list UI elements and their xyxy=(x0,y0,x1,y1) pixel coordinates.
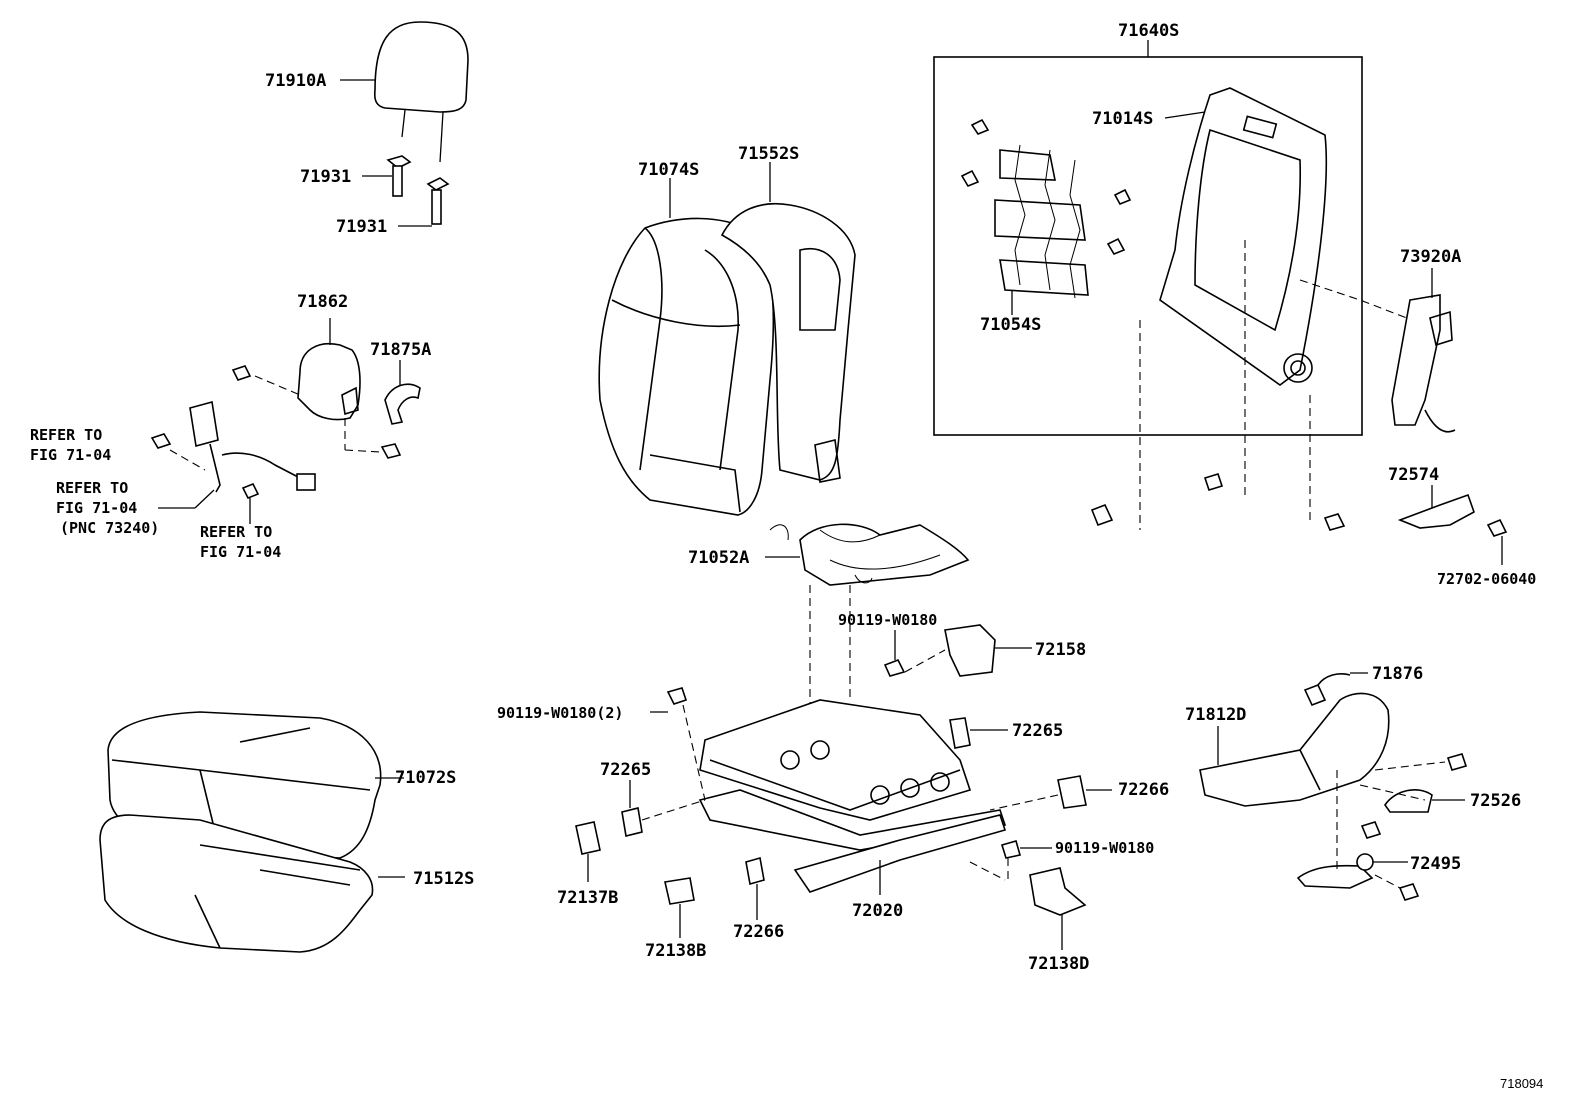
label-adjuster: 72020 xyxy=(852,901,903,921)
seat-adjuster xyxy=(698,699,1007,895)
cover-rear-right xyxy=(1029,867,1087,950)
side-airbag xyxy=(1391,268,1456,433)
label-back-frame-assy: 71640S xyxy=(1118,21,1179,41)
label-shield-outer: 71812D xyxy=(1185,705,1246,725)
clip-left xyxy=(621,780,706,837)
cushion-pad xyxy=(99,814,405,953)
headrest-part xyxy=(340,21,469,163)
label-refer-buckle-line3: (PNC 73240) xyxy=(60,519,159,537)
shield-cap-part xyxy=(384,360,421,425)
label-refer-belt-line2: FIG 71-04 xyxy=(30,446,111,464)
label-knob: 72526 xyxy=(1470,791,1521,811)
label-back-pad: 71552S xyxy=(738,144,799,164)
shield-outer xyxy=(1199,692,1390,807)
label-lever-knob: 72495 xyxy=(1410,854,1461,874)
label-refer-buckle-line1: REFER TO xyxy=(56,479,128,497)
clip-right xyxy=(949,717,1008,749)
back-spring xyxy=(994,144,1089,315)
label-refer-buckle-line2: FIG 71-04 xyxy=(56,499,137,517)
label-bolt-right: 72702-06040 xyxy=(1437,570,1536,588)
figure-number: 718094 xyxy=(1500,1076,1543,1091)
label-back-spring: 71054S xyxy=(980,315,1041,335)
label-back-frame: 71014S xyxy=(1092,109,1153,129)
label-bolt-cushion-top: 90119-W0180 xyxy=(838,611,937,629)
label-cushion-pad: 71512S xyxy=(413,869,474,889)
label-cover-rear-right: 72138D xyxy=(1028,954,1089,974)
label-connector: 71876 xyxy=(1372,664,1423,684)
label-clip-left: 72265 xyxy=(600,760,651,780)
label-cover-side: 72158 xyxy=(1035,640,1086,660)
headrest-supports xyxy=(362,155,450,227)
lever-knob xyxy=(1296,770,1420,901)
label-shield-cover: 71862 xyxy=(297,292,348,312)
seat-back-pad xyxy=(720,162,856,483)
label-cushion-cover: 71072S xyxy=(395,768,456,788)
label-refer-nut-line2: FIG 71-04 xyxy=(200,543,281,561)
label-shield-cap: 71875A xyxy=(370,340,431,360)
shield-cover-part xyxy=(231,318,402,459)
bolt-right-lower xyxy=(969,840,1052,881)
label-refer-nut-line1: REFER TO xyxy=(200,523,272,541)
back-frame-assembly xyxy=(933,40,1363,436)
connector-part xyxy=(1303,672,1368,707)
lever-sub xyxy=(1397,485,1508,565)
label-headrest: 71910A xyxy=(265,71,326,91)
label-lever-sub: 72574 xyxy=(1388,465,1439,485)
cover-side xyxy=(944,624,1032,677)
label-bolt-left: 90119-W0180(2) xyxy=(497,704,623,722)
knob-part xyxy=(1359,753,1468,813)
label-clip-right-lower: 72266 xyxy=(1118,780,1169,800)
clip-right-lower xyxy=(989,775,1112,811)
bolt-cushion-top xyxy=(883,630,946,677)
bolt-left xyxy=(650,687,706,801)
label-support-lower: 71931 xyxy=(336,217,387,237)
cover-rear-left xyxy=(575,821,601,882)
seat-belt-buckle xyxy=(150,400,316,524)
cover-rear-inner xyxy=(664,877,695,938)
label-cushion-spring: 71052A xyxy=(688,548,749,568)
cushion-spring xyxy=(765,523,970,586)
label-refer-belt-line1: REFER TO xyxy=(30,426,102,444)
label-clip-right: 72265 xyxy=(1012,721,1063,741)
back-frame xyxy=(1159,87,1328,386)
frame-dashed-lines xyxy=(1090,240,1426,531)
label-support-upper: 71931 xyxy=(300,167,351,187)
label-clip-lower: 72266 xyxy=(733,922,784,942)
clip-lower xyxy=(745,856,765,920)
label-cover-rear-inner: 72138B xyxy=(645,941,706,961)
label-side-airbag: 73920A xyxy=(1400,247,1461,267)
label-cover-rear-left: 72137B xyxy=(557,888,618,908)
label-bolt-right-lower: 90119-W0180 xyxy=(1055,839,1154,857)
label-back-cover: 71074S xyxy=(638,160,699,180)
